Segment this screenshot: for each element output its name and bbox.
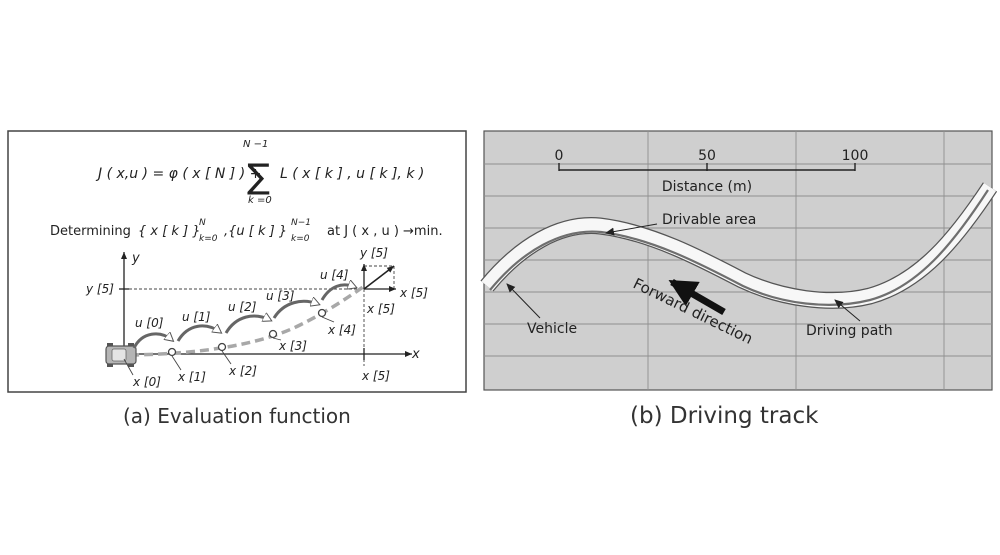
- control-arrow-u4: [320, 285, 355, 301]
- state-label-x2: x [2]: [228, 364, 257, 378]
- driving-path-line: [489, 189, 989, 306]
- panel-a-frame: [7, 130, 467, 393]
- predicted-trajectory: [129, 285, 364, 357]
- control-sequence: ,{u [ k ] }: [224, 224, 287, 239]
- control-arrow-u1: [176, 326, 220, 342]
- panel-driving-track: 0 50 100 Distance (m) Drivable area Vehi…: [480, 130, 998, 391]
- summation-symbol: ∑: [247, 157, 270, 197]
- driving-path-pointer: [834, 299, 861, 322]
- optimization-statement: Determining { x [ k ] } N k=0 ,{u [ k ] …: [50, 218, 443, 244]
- state-node-x4: [317, 308, 327, 318]
- state-label-x0: x [0]: [132, 375, 161, 389]
- forward-direction-arrow: [668, 278, 726, 316]
- state-node-x2: [217, 342, 227, 352]
- control-input-arrows: [132, 285, 355, 349]
- control-label-u3: u [3]: [266, 289, 295, 303]
- velocity-vector-arrow: [363, 265, 395, 290]
- determining-prefix: Determining: [50, 224, 131, 239]
- x-axis-label: x: [411, 347, 420, 362]
- drivable-area-band: [481, 183, 997, 308]
- control-label-u0: u [0]: [135, 316, 164, 330]
- control-label-u2: u [2]: [228, 300, 257, 314]
- control-arrow-u3: [272, 301, 318, 319]
- leader-x2: [221, 350, 232, 365]
- caption-driving-track: (b) Driving track: [630, 403, 819, 429]
- leader-x3: [272, 337, 282, 341]
- state-label-x3: x [3]: [278, 339, 307, 353]
- sum-lower-limit: k =0: [248, 195, 272, 206]
- drivable-area-pointer: [605, 223, 658, 236]
- formula-lhs: J ( x,u ) = φ ( x [ N ] ) +: [95, 166, 261, 182]
- scale-tick-100: 100: [842, 148, 869, 164]
- driving-path-label: Driving path: [806, 323, 893, 339]
- state-label-x4: x [4]: [327, 323, 356, 337]
- state-sequence-lower: k=0: [199, 234, 218, 244]
- formula-rhs: L ( x [ k ] , u [ k ], k ): [280, 166, 424, 182]
- vehicle-label: Vehicle: [527, 321, 577, 337]
- track-background: [483, 130, 993, 391]
- y5-axis-label: y [5]: [85, 282, 114, 296]
- state-sequence-upper: N: [199, 218, 206, 228]
- y5-velocity-label: y [5]: [359, 246, 388, 260]
- vehicle-pointer: [506, 283, 541, 319]
- control-arrow-u0: [132, 334, 172, 349]
- cost-function-formula: J ( x,u ) = φ ( x [ N ] ) + N −1 ∑ k =0 …: [95, 139, 424, 206]
- panel-evaluation-function: J ( x,u ) = φ ( x [ N ] ) + N −1 ∑ k =0 …: [7, 130, 467, 393]
- state-label-x1: x [1]: [177, 370, 206, 384]
- scale-label: Distance (m): [662, 179, 752, 195]
- determining-suffix: at J ( x , u ) →min.: [327, 224, 443, 239]
- state-sequence: { x [ k ] }: [138, 224, 201, 239]
- state-node-x1: [167, 347, 177, 357]
- control-label-u1: u [1]: [182, 310, 211, 324]
- leader-x0: [123, 358, 134, 376]
- scale-tick-50: 50: [698, 148, 716, 164]
- x5-state-label: x [5]: [366, 302, 395, 316]
- y-axis-label: y: [131, 251, 140, 266]
- scale-tick-0: 0: [555, 148, 564, 164]
- sum-upper-limit: N −1: [243, 139, 268, 150]
- vehicle-icon: [105, 343, 137, 367]
- track-grid: [484, 131, 992, 390]
- leader-x1: [171, 355, 182, 371]
- x5-axis-label: x [5]: [361, 369, 390, 383]
- state-nodes: [167, 308, 327, 357]
- leader-x4: [321, 316, 335, 323]
- control-sequence-upper: N−1: [291, 218, 311, 228]
- distance-scale-bar: [558, 163, 856, 171]
- drivable-area-label: Drivable area: [662, 212, 756, 228]
- control-arrow-u2: [224, 316, 270, 334]
- control-label-u4: u [4]: [320, 268, 349, 282]
- control-sequence-lower: k=0: [291, 234, 310, 244]
- x5-velocity-label: x [5]: [399, 286, 428, 300]
- state-node-x3: [268, 329, 278, 339]
- caption-evaluation-function: (a) Evaluation function: [123, 404, 351, 428]
